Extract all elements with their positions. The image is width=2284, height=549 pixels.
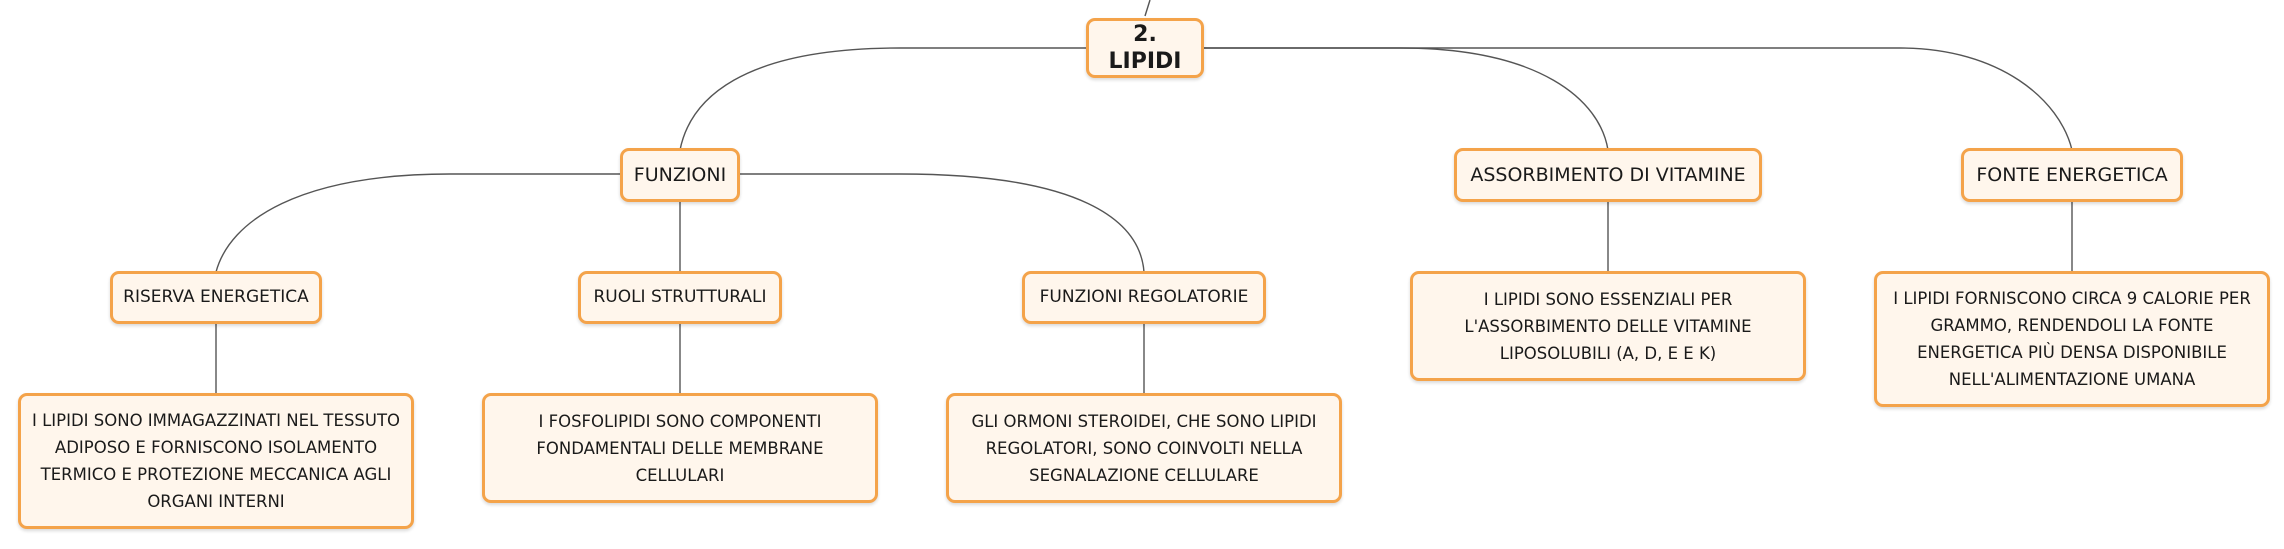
description-node-fonte[interactable]: I LIPIDI FORNISCONO CIRCA 9 CALORIE PER … [1874, 271, 2270, 407]
description-text-riserva: I LIPIDI SONO IMMAGAZZINATI NEL TESSUTO … [31, 411, 401, 511]
description-text-fonte: I LIPIDI FORNISCONO CIRCA 9 CALORIE PER … [1893, 289, 2251, 389]
category-label-assorbimento: ASSORBIMENTO DI VITAMINE [1470, 163, 1746, 186]
root-node[interactable]: 2. LIPIDI [1086, 18, 1204, 78]
subtopic-label-riserva: RISERVA ENERGETICA [123, 287, 309, 307]
connector-funzioni-riserva [215, 173, 620, 273]
connector-funzioni-regolatorie [740, 173, 1145, 273]
connector-root-assorbimento [1200, 47, 1609, 151]
connector-root-fonte [1200, 47, 2073, 151]
description-node-riserva[interactable]: I LIPIDI SONO IMMAGAZZINATI NEL TESSUTO … [18, 393, 414, 529]
category-label-funzioni: FUNZIONI [633, 163, 727, 186]
description-text-ruoli: I FOSFOLIPIDI SONO COMPONENTI FONDAMENTA… [536, 411, 824, 485]
subtopic-node-regolatorie[interactable]: FUNZIONI REGOLATORIE [1022, 271, 1266, 324]
description-node-ruoli[interactable]: I FOSFOLIPIDI SONO COMPONENTI FONDAMENTA… [482, 393, 878, 503]
subtopic-label-regolatorie: FUNZIONI REGOLATORIE [1039, 287, 1249, 307]
subtopic-node-ruoli[interactable]: RUOLI STRUTTURALI [578, 271, 782, 324]
parent-connector [1144, 0, 1151, 17]
subtopic-label-ruoli: RUOLI STRUTTURALI [593, 287, 767, 307]
description-node-assorbimento[interactable]: I LIPIDI SONO ESSENZIALI PER L'ASSORBIME… [1410, 271, 1806, 381]
subtopic-node-riserva[interactable]: RISERVA ENERGETICA [110, 271, 322, 324]
category-label-fonte: FONTE ENERGETICA [1976, 163, 2168, 186]
category-node-fonte[interactable]: FONTE ENERGETICA [1961, 148, 2183, 202]
category-node-assorbimento[interactable]: ASSORBIMENTO DI VITAMINE [1454, 148, 1762, 202]
root-label: 2. LIPIDI [1108, 22, 1182, 74]
description-node-regolatorie[interactable]: GLI ORMONI STEROIDEI, CHE SONO LIPIDI RE… [946, 393, 1342, 503]
connector-root-funzioni [679, 47, 1086, 151]
description-text-assorbimento: I LIPIDI SONO ESSENZIALI PER L'ASSORBIME… [1464, 289, 1752, 363]
description-text-regolatorie: GLI ORMONI STEROIDEI, CHE SONO LIPIDI RE… [971, 411, 1317, 485]
category-node-funzioni[interactable]: FUNZIONI [620, 148, 740, 202]
